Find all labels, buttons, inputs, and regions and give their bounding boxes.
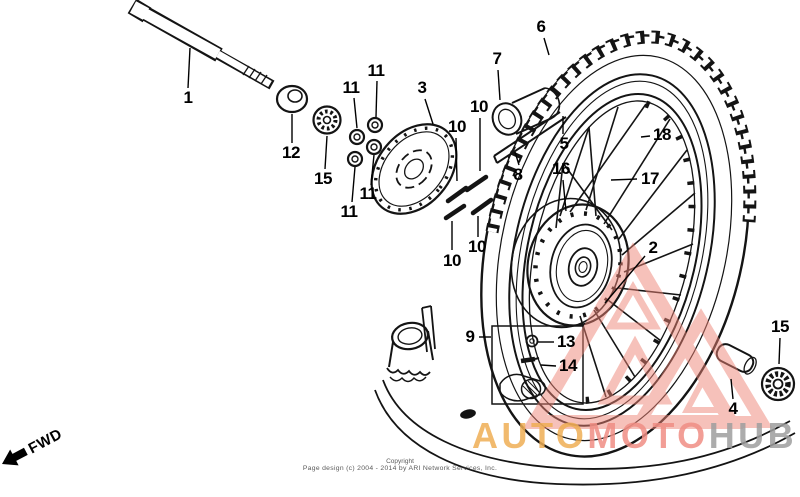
part-callout-1[interactable]: 1 (183, 88, 193, 107)
leader-line-part-7 (497, 69, 501, 101)
watermark-segment-2: MOTO (587, 415, 709, 456)
leader-line-part-6 (543, 37, 550, 56)
part-callout-10[interactable]: 10 (470, 97, 488, 116)
watermark-segment-3: HUB (708, 415, 798, 456)
part-callout-11[interactable]: 11 (359, 184, 377, 203)
leader-line-part-14 (540, 364, 557, 367)
leader-line-part-11 (370, 154, 375, 186)
right-bearing-drawing (760, 366, 796, 402)
leader-line-part-15 (324, 135, 328, 170)
part-callout-15[interactable]: 15 (314, 169, 332, 188)
part-callout-7[interactable]: 7 (492, 49, 502, 68)
leader-line-part-2 (604, 255, 646, 304)
part-callout-17[interactable]: 17 (641, 169, 659, 188)
part-callout-12[interactable]: 12 (282, 143, 300, 162)
inner-tube-drawing (374, 305, 796, 486)
part-callout-13[interactable]: 13 (557, 332, 575, 351)
fwd-marker: FWD (0, 424, 66, 473)
part-callout-15[interactable]: 15 (771, 317, 789, 336)
part-callout-4[interactable]: 4 (728, 399, 738, 418)
part-callout-5[interactable]: 5 (559, 134, 569, 153)
leader-line-part-11 (353, 97, 358, 129)
nuts-drawing (346, 116, 384, 168)
part-callout-18[interactable]: 18 (653, 125, 671, 144)
part-callout-10[interactable]: 10 (448, 117, 466, 136)
copyright-line2: Page design (c) 2004 - 2014 by ARI Netwo… (302, 465, 498, 472)
part-callout-2[interactable]: 2 (648, 238, 658, 257)
fwd-arrow-icon (2, 447, 28, 466)
leader-line-part-18 (640, 135, 651, 138)
leader-line-part-11 (375, 80, 378, 118)
part-callout-9[interactable]: 9 (465, 327, 475, 346)
studs-drawing (443, 174, 494, 221)
leader-line-part-4 (730, 378, 734, 400)
copyright-line1: Copyright (386, 458, 414, 465)
leader-line-part-15 (778, 337, 781, 365)
watermark-segment-1: AUTO (472, 415, 588, 456)
part-callout-14[interactable]: 14 (559, 356, 577, 375)
part-callout-10[interactable]: 10 (443, 251, 461, 270)
rim-band-drawing (493, 111, 567, 164)
part-callout-11[interactable]: 11 (340, 202, 358, 221)
part-callout-11[interactable]: 11 (367, 61, 385, 80)
copyright-footer: Copyright Page design (c) 2004 - 2014 by… (240, 458, 560, 473)
dust-seal-drawing (275, 84, 309, 114)
leader-line-part-10 (455, 137, 458, 182)
part-callout-10[interactable]: 10 (468, 237, 486, 256)
leader-line-part-1 (187, 47, 191, 89)
axle-drawing (127, 0, 275, 90)
part-callout-8[interactable]: 8 (513, 165, 523, 184)
leader-line-part-11 (351, 166, 356, 203)
leader-line-part-8 (514, 151, 520, 166)
left-bearing-drawing (312, 105, 342, 135)
part-callout-3[interactable]: 3 (417, 78, 427, 97)
leader-line-part-16 (562, 179, 567, 212)
leader-line-part-3 (424, 98, 434, 125)
part-callout-6[interactable]: 6 (536, 17, 546, 36)
brake-disc-drawing (370, 123, 458, 215)
part-callout-16[interactable]: 16 (552, 159, 570, 178)
tire-drawing (480, 30, 757, 458)
part-callout-11[interactable]: 11 (342, 78, 360, 97)
leader-line-part-17 (610, 178, 638, 181)
